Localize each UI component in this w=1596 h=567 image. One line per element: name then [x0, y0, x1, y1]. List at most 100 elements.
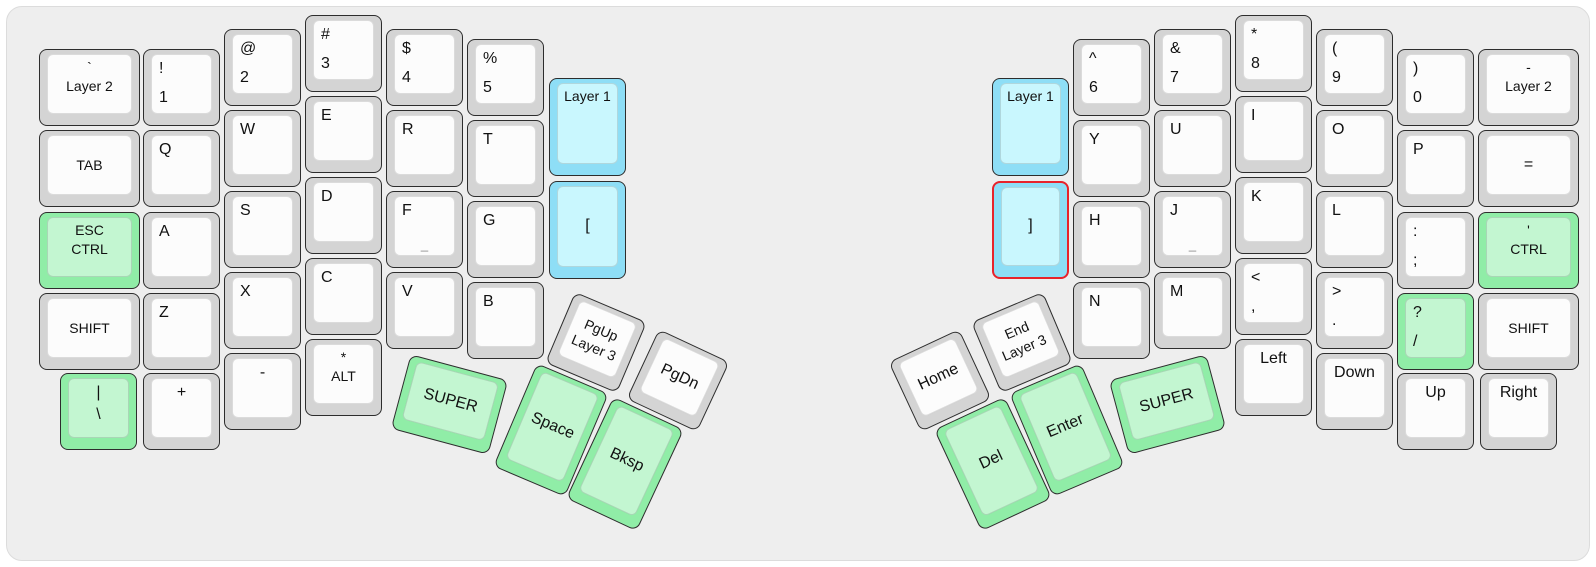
- key-dollar-4[interactable]: $4: [386, 29, 463, 106]
- key-label: SUPER: [421, 385, 480, 416]
- key-arrow-down[interactable]: Down: [1316, 353, 1393, 430]
- key-label: T: [483, 131, 493, 148]
- key-paren-0[interactable]: )0: [1397, 49, 1474, 126]
- key-y[interactable]: Y: [1073, 120, 1150, 197]
- key-label: H: [1089, 212, 1101, 229]
- key-arrow-left[interactable]: Left: [1235, 339, 1312, 416]
- keycap-top: *8: [1243, 20, 1304, 80]
- key-label: Layer 1: [564, 88, 611, 104]
- key-u[interactable]: U: [1154, 110, 1231, 187]
- key-quote-ctrl[interactable]: 'CTRL: [1478, 212, 1579, 289]
- key-label: ^: [1089, 50, 1097, 67]
- key-layer-1-right[interactable]: Layer 1: [992, 78, 1069, 176]
- key-f[interactable]: F_: [386, 191, 463, 268]
- key-l[interactable]: L: [1316, 191, 1393, 268]
- key-s[interactable]: S: [224, 191, 301, 268]
- key-paren-9[interactable]: (9: [1316, 29, 1393, 106]
- key-equals[interactable]: =: [1478, 130, 1579, 207]
- key-greater-period[interactable]: >.: [1316, 272, 1393, 349]
- keycap-top: -Layer 2: [1486, 54, 1571, 114]
- key-m[interactable]: M: [1154, 272, 1231, 349]
- key-e[interactable]: E: [305, 96, 382, 173]
- key-label: G: [483, 212, 496, 229]
- key-question-slash[interactable]: ?/: [1397, 293, 1474, 370]
- key-h[interactable]: H: [1073, 201, 1150, 278]
- key-label: ,: [1251, 298, 1256, 316]
- key-w[interactable]: W: [224, 110, 301, 187]
- key-label: C: [321, 269, 333, 286]
- keycap-top: Y: [1081, 125, 1142, 185]
- key-tab[interactable]: TAB: [39, 130, 140, 207]
- key-x[interactable]: X: [224, 272, 301, 349]
- key-arrow-right[interactable]: Right: [1480, 373, 1557, 450]
- key-label: 2: [240, 69, 249, 87]
- key-p[interactable]: P: [1397, 130, 1474, 207]
- keycap-top: W: [232, 115, 293, 175]
- key-c[interactable]: C: [305, 258, 382, 335]
- keycap-top: TAB: [47, 135, 132, 195]
- key-colon-semicolon[interactable]: :;: [1397, 212, 1474, 289]
- key-k[interactable]: K: [1235, 177, 1312, 254]
- key-label: =: [1523, 155, 1534, 173]
- keycap-top: Q: [151, 135, 212, 195]
- keycap-top: Left: [1243, 344, 1304, 404]
- key-z[interactable]: Z: [143, 293, 220, 370]
- key-layer-1-left[interactable]: Layer 1: [549, 78, 626, 176]
- keycap-top: D: [313, 182, 374, 242]
- key-a[interactable]: A: [143, 212, 220, 289]
- key-o[interactable]: O: [1316, 110, 1393, 187]
- key-hash-3[interactable]: #3: [305, 15, 382, 92]
- keycap-top: V: [394, 277, 455, 337]
- key-i[interactable]: I: [1235, 96, 1312, 173]
- key-asterisk-alt[interactable]: *ALT: [305, 339, 382, 416]
- key-j[interactable]: J_: [1154, 191, 1231, 268]
- keycap-top: R: [394, 115, 455, 175]
- key-asterisk-8[interactable]: *8: [1235, 15, 1312, 92]
- key-v[interactable]: V: [386, 272, 463, 349]
- key-label: F: [402, 202, 412, 219]
- key-shift-right[interactable]: SHIFT: [1478, 293, 1579, 370]
- key-label: Bksp: [607, 444, 647, 476]
- key-label: CTRL: [71, 240, 108, 257]
- key-b[interactable]: B: [467, 282, 544, 359]
- key-right-bracket[interactable]: ]: [992, 181, 1069, 279]
- key-label: Del: [976, 447, 1006, 473]
- key-label: CTRL: [1510, 240, 1547, 257]
- key-pipe-backslash[interactable]: |\: [60, 373, 137, 450]
- key-caret-6[interactable]: ^6: [1073, 39, 1150, 116]
- key-plus[interactable]: +: [143, 373, 220, 450]
- keycap-top: N: [1081, 287, 1142, 347]
- keycap-top: SUPER: [1117, 361, 1216, 442]
- key-label: 9: [1332, 69, 1341, 87]
- key-minus[interactable]: -: [224, 353, 301, 430]
- homing-bar: _: [420, 237, 429, 252]
- key-less-comma[interactable]: <,: [1235, 258, 1312, 335]
- key-label: ?: [1413, 304, 1422, 321]
- key-g[interactable]: G: [467, 201, 544, 278]
- key-label: @: [240, 40, 257, 57]
- key-shift-left[interactable]: SHIFT: [39, 293, 140, 370]
- key-left-bracket[interactable]: [: [549, 181, 626, 279]
- keycap-top: Layer 1: [1000, 83, 1061, 164]
- key-percent-5[interactable]: %5: [467, 39, 544, 116]
- key-arrow-up[interactable]: Up: [1397, 373, 1474, 450]
- key-r[interactable]: R: [386, 110, 463, 187]
- key-minus-layer-2[interactable]: -Layer 2: [1478, 49, 1579, 126]
- keycap-top: @2: [232, 34, 293, 94]
- key-label: ]: [1028, 217, 1033, 235]
- key-at-2[interactable]: @2: [224, 29, 301, 106]
- key-q[interactable]: Q: [143, 130, 220, 207]
- key-label: -: [259, 364, 266, 381]
- key-exclamation-1[interactable]: !1: [143, 49, 220, 126]
- key-n[interactable]: N: [1073, 282, 1150, 359]
- key-ampersand-7[interactable]: &7: [1154, 29, 1231, 106]
- keycap-top: B: [475, 287, 536, 347]
- key-label: 1: [159, 89, 168, 107]
- key-layer-2-left[interactable]: `Layer 2: [39, 49, 140, 126]
- key-d[interactable]: D: [305, 177, 382, 254]
- keycap-top: P: [1405, 135, 1466, 195]
- keycap-top: J_: [1162, 196, 1223, 256]
- key-label: (: [1332, 40, 1338, 57]
- key-t[interactable]: T: [467, 120, 544, 197]
